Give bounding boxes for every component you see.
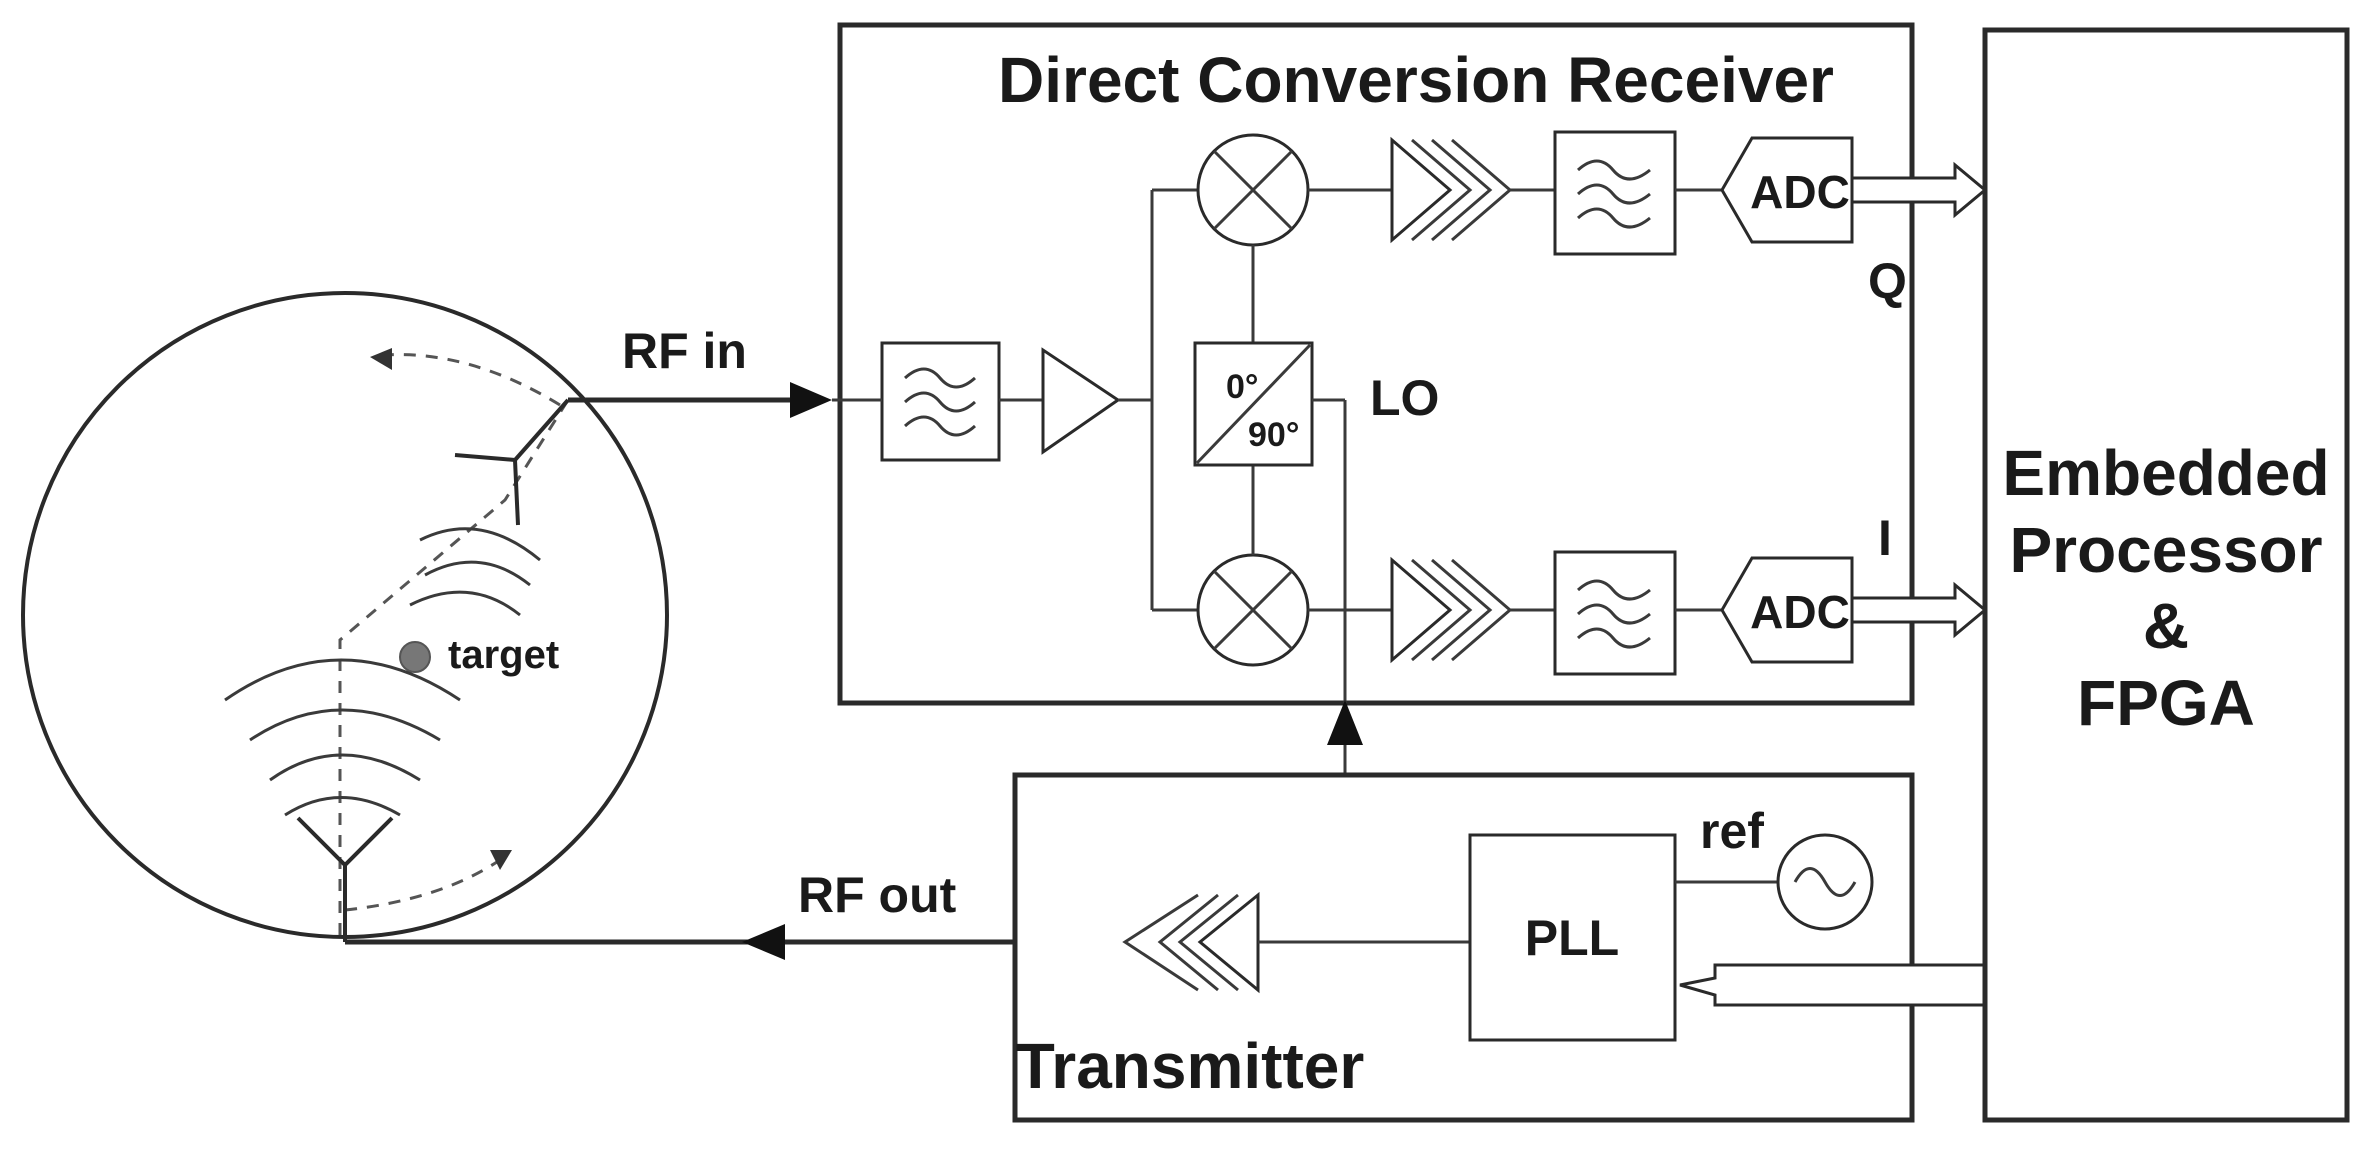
i-data-bus-arrow <box>1850 581 1988 639</box>
i-label: I <box>1878 510 1892 566</box>
input-filter-icon <box>880 341 1001 462</box>
rf-in-arrow <box>790 382 832 418</box>
tx-wave-2 <box>249 708 441 742</box>
adc-top-label: ADC <box>1750 166 1850 218</box>
reflection-path <box>338 399 570 935</box>
processor-line-3: & <box>2143 590 2189 662</box>
scene-circle <box>21 291 669 939</box>
rf-in-label: RF in <box>622 323 747 379</box>
processor-line-4: FPGA <box>2077 667 2255 739</box>
q-data-bus-arrow <box>1850 161 1988 219</box>
reflect-wave-2 <box>409 590 521 617</box>
lna-amplifier-icon <box>1041 347 1121 455</box>
processor-line-2: Processor <box>2009 514 2322 586</box>
processor-frame <box>1982 27 2350 1123</box>
receiver-block: Direct Conversion Receiver <box>832 22 1915 942</box>
target-label: target <box>448 633 559 677</box>
reference-oscillator-icon <box>1776 833 1874 931</box>
pll-label: PLL <box>1525 910 1619 966</box>
sweep-arrow-top <box>370 348 392 370</box>
q-label: Q <box>1868 253 1907 309</box>
tx-wave-4 <box>284 796 401 817</box>
ref-label: ref <box>1700 803 1764 859</box>
tx-wave-1 <box>224 658 461 702</box>
transmitter-block: Transmitter PLL ref <box>1012 772 1987 1123</box>
lo-feed-arrow <box>1327 700 1363 745</box>
rf-out-label: RF out <box>798 867 957 923</box>
rf-out-arrow <box>742 924 785 960</box>
lowpass-filter-top-icon <box>1553 130 1677 256</box>
lo-label: LO <box>1370 370 1439 426</box>
phase-90-label: 90° <box>1248 416 1299 454</box>
control-bus-arrow <box>1679 963 1987 1007</box>
reflect-wave-3 <box>419 527 541 562</box>
processor-block: Embedded Processor & FPGA <box>1982 27 2350 1123</box>
baseband-amp-top-icon <box>1390 136 1513 244</box>
sweep-arc-bottom <box>344 858 501 912</box>
reflect-wave-1 <box>424 560 531 587</box>
processor-line-1: Embedded <box>2002 437 2329 509</box>
pll-box <box>1468 833 1677 1042</box>
receiver-title: Direct Conversion Receiver <box>998 44 1834 116</box>
phase-splitter-icon <box>1193 341 1314 467</box>
reflection-ray <box>513 398 570 462</box>
phase-0-label: 0° <box>1226 368 1259 406</box>
lowpass-filter-bottom-icon <box>1553 550 1677 676</box>
radar-scene: target <box>21 291 669 942</box>
mixer-bottom-icon <box>1196 553 1310 667</box>
sweep-arrow-bottom <box>490 850 512 870</box>
mixer-top-icon <box>1196 133 1310 247</box>
transmitter-title: Transmitter <box>1016 1030 1365 1102</box>
adc-bottom-label: ADC <box>1750 586 1850 638</box>
target-dot <box>399 641 431 673</box>
sweep-arc-top <box>384 353 561 407</box>
tx-wave-3 <box>269 753 421 782</box>
antenna-icon <box>296 816 394 942</box>
